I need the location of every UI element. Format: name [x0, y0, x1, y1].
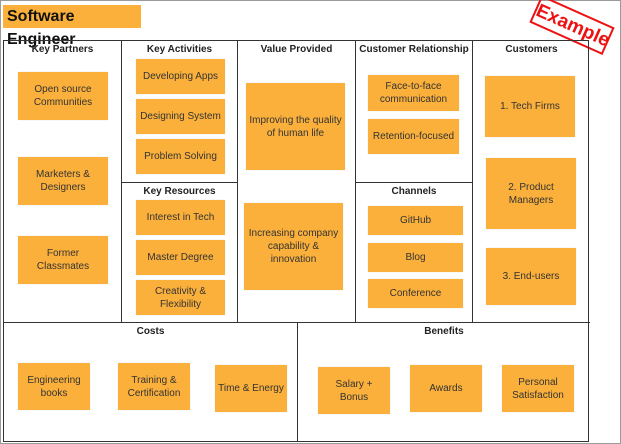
section-customer-relationship: Customer Relationship Face-to-face commu…: [356, 41, 473, 183]
sticky-note[interactable]: Developing Apps: [136, 59, 225, 94]
sticky-note[interactable]: Creativity & Flexibility: [136, 280, 225, 315]
sticky-note[interactable]: 3. End-users: [486, 248, 576, 305]
sticky-note[interactable]: Open source Communities: [18, 72, 108, 120]
section-key-resources: Key Resources Interest in Tech Master De…: [122, 183, 238, 323]
page-title: Software Engineer: [3, 5, 141, 48]
sticky-note[interactable]: Interest in Tech: [136, 200, 225, 235]
section-customers: Customers 1. Tech Firms 2. Product Manag…: [473, 41, 590, 323]
sticky-note[interactable]: Awards: [410, 365, 482, 412]
section-key-activities: Key Activities Developing Apps Designing…: [122, 41, 238, 183]
section-value-provided: Value Provided Improving the quality of …: [238, 41, 356, 323]
section-title: Channels: [391, 186, 437, 197]
section-title: Customers: [505, 44, 558, 55]
section-title: Customer Relationship: [359, 44, 469, 55]
section-title: Costs: [136, 326, 165, 337]
section-title: Benefits: [424, 326, 464, 337]
sticky-note[interactable]: Personal Satisfaction: [502, 365, 574, 412]
section-channels: Channels GitHub Blog Conference: [356, 183, 473, 323]
sticky-note[interactable]: Training & Certification: [118, 363, 190, 410]
sticky-note[interactable]: Face-to-face communication: [368, 75, 459, 111]
section-title: Key Partners: [31, 44, 94, 55]
sticky-note[interactable]: GitHub: [368, 206, 463, 235]
sticky-note[interactable]: Former Classmates: [18, 236, 108, 284]
sticky-note[interactable]: Problem Solving: [136, 139, 225, 174]
sticky-note[interactable]: Blog: [368, 243, 463, 272]
sticky-note[interactable]: 1. Tech Firms: [485, 76, 575, 137]
sticky-note[interactable]: Salary + Bonus: [318, 367, 390, 414]
sticky-note[interactable]: Retention-focused: [368, 119, 459, 154]
section-title: Key Activities: [146, 44, 213, 55]
section-benefits: Benefits Salary + Bonus Awards Personal …: [298, 323, 590, 441]
sticky-note[interactable]: Master Degree: [136, 240, 225, 275]
section-key-partners: Key Partners Open source Communities Mar…: [4, 41, 122, 323]
section-costs: Costs Engineering books Training & Certi…: [4, 323, 298, 441]
section-title: Value Provided: [260, 44, 333, 55]
sticky-note[interactable]: Improving the quality of human life: [246, 83, 345, 170]
sticky-note[interactable]: Increasing company capability & innovati…: [244, 203, 343, 290]
sticky-note[interactable]: 2. Product Managers: [486, 158, 576, 229]
sticky-note[interactable]: Designing System: [136, 99, 225, 134]
sticky-note[interactable]: Marketers & Designers: [18, 157, 108, 205]
sticky-note[interactable]: Engineering books: [18, 363, 90, 410]
sticky-note[interactable]: Time & Energy: [215, 365, 287, 412]
sticky-note[interactable]: Conference: [368, 279, 463, 308]
business-model-canvas: Key Partners Open source Communities Mar…: [3, 40, 590, 442]
section-title: Key Resources: [143, 186, 216, 197]
